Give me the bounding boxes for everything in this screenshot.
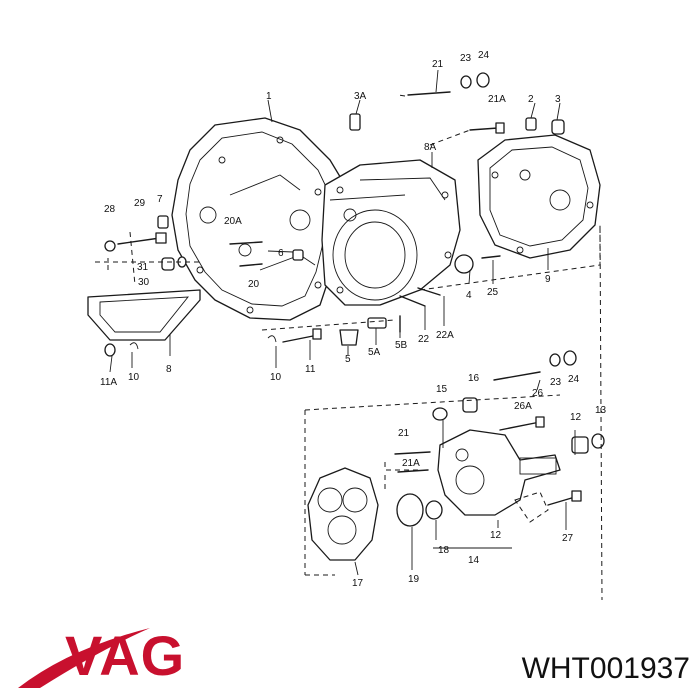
callout-22: 22: [418, 334, 430, 345]
callout-10: 10: [270, 372, 282, 383]
callout-25: 25: [487, 287, 499, 298]
callout-7: 7: [157, 194, 163, 205]
callout-6: 6: [278, 248, 284, 259]
callout-18: 18: [438, 545, 450, 556]
callout-24-top: 24: [478, 50, 490, 61]
callout-26A: 26A: [514, 401, 532, 412]
callout-4: 4: [466, 290, 472, 301]
lower-assembly: [307, 350, 605, 561]
intermediate-housing: [321, 159, 461, 306]
cover-plate: [87, 289, 201, 341]
leader-lines: [109, 69, 576, 576]
callout-13: 13: [595, 405, 607, 416]
part-number: WHT001937: [522, 652, 690, 685]
callout-28: 28: [104, 204, 116, 215]
callout-29: 29: [134, 198, 146, 209]
callout-21A-lower: 21A: [402, 458, 420, 469]
callout-14: 14: [468, 555, 480, 566]
brand-logo: VAG: [18, 624, 185, 688]
callout-19: 19: [408, 574, 420, 585]
callout-23-mid: 23: [550, 377, 562, 388]
callout-11: 11: [305, 364, 316, 375]
callout-21A-top: 21A: [488, 94, 506, 105]
callout-5B: 5B: [395, 340, 408, 351]
callout-9: 9: [545, 274, 551, 285]
callout-3: 3: [555, 94, 561, 105]
callout-8A: 8A: [424, 142, 437, 153]
callout-26: 26: [532, 388, 544, 399]
callout-22A: 22A: [436, 330, 454, 341]
callout-20A: 20A: [224, 216, 242, 227]
callout-21-lower: 21: [398, 428, 410, 439]
callout-11A: 11A: [100, 377, 117, 388]
callout-10-left: 10: [128, 372, 140, 383]
callout-30: 30: [138, 277, 150, 288]
small-parts: [104, 72, 565, 357]
callout-27: 27: [562, 533, 574, 544]
callout-12-lower: 12: [490, 530, 502, 541]
callout-17: 17: [352, 578, 364, 589]
callout-21-top: 21: [432, 59, 444, 70]
callout-20: 20: [248, 279, 260, 290]
rear-housing: [477, 134, 601, 259]
callout-31: 31: [137, 262, 149, 273]
callout-12-right: 12: [570, 412, 582, 423]
callout-8: 8: [166, 364, 172, 375]
callout-16: 16: [468, 373, 480, 384]
callout-labels: 1 3A 21 23 24 21A 2 3 8A 28 29 7 20A 6 3…: [100, 50, 607, 589]
callout-15: 15: [436, 384, 448, 395]
callout-1: 1: [266, 91, 272, 102]
brand-name: VAG: [65, 624, 185, 687]
callout-23-top: 23: [460, 53, 472, 64]
callout-5A: 5A: [368, 347, 381, 358]
callout-5: 5: [345, 354, 351, 365]
callout-3A: 3A: [354, 91, 367, 102]
dashed-frames: [95, 94, 603, 601]
callout-2: 2: [528, 94, 534, 105]
callout-24-mid: 24: [568, 374, 580, 385]
gearbox-housing: [171, 117, 346, 321]
